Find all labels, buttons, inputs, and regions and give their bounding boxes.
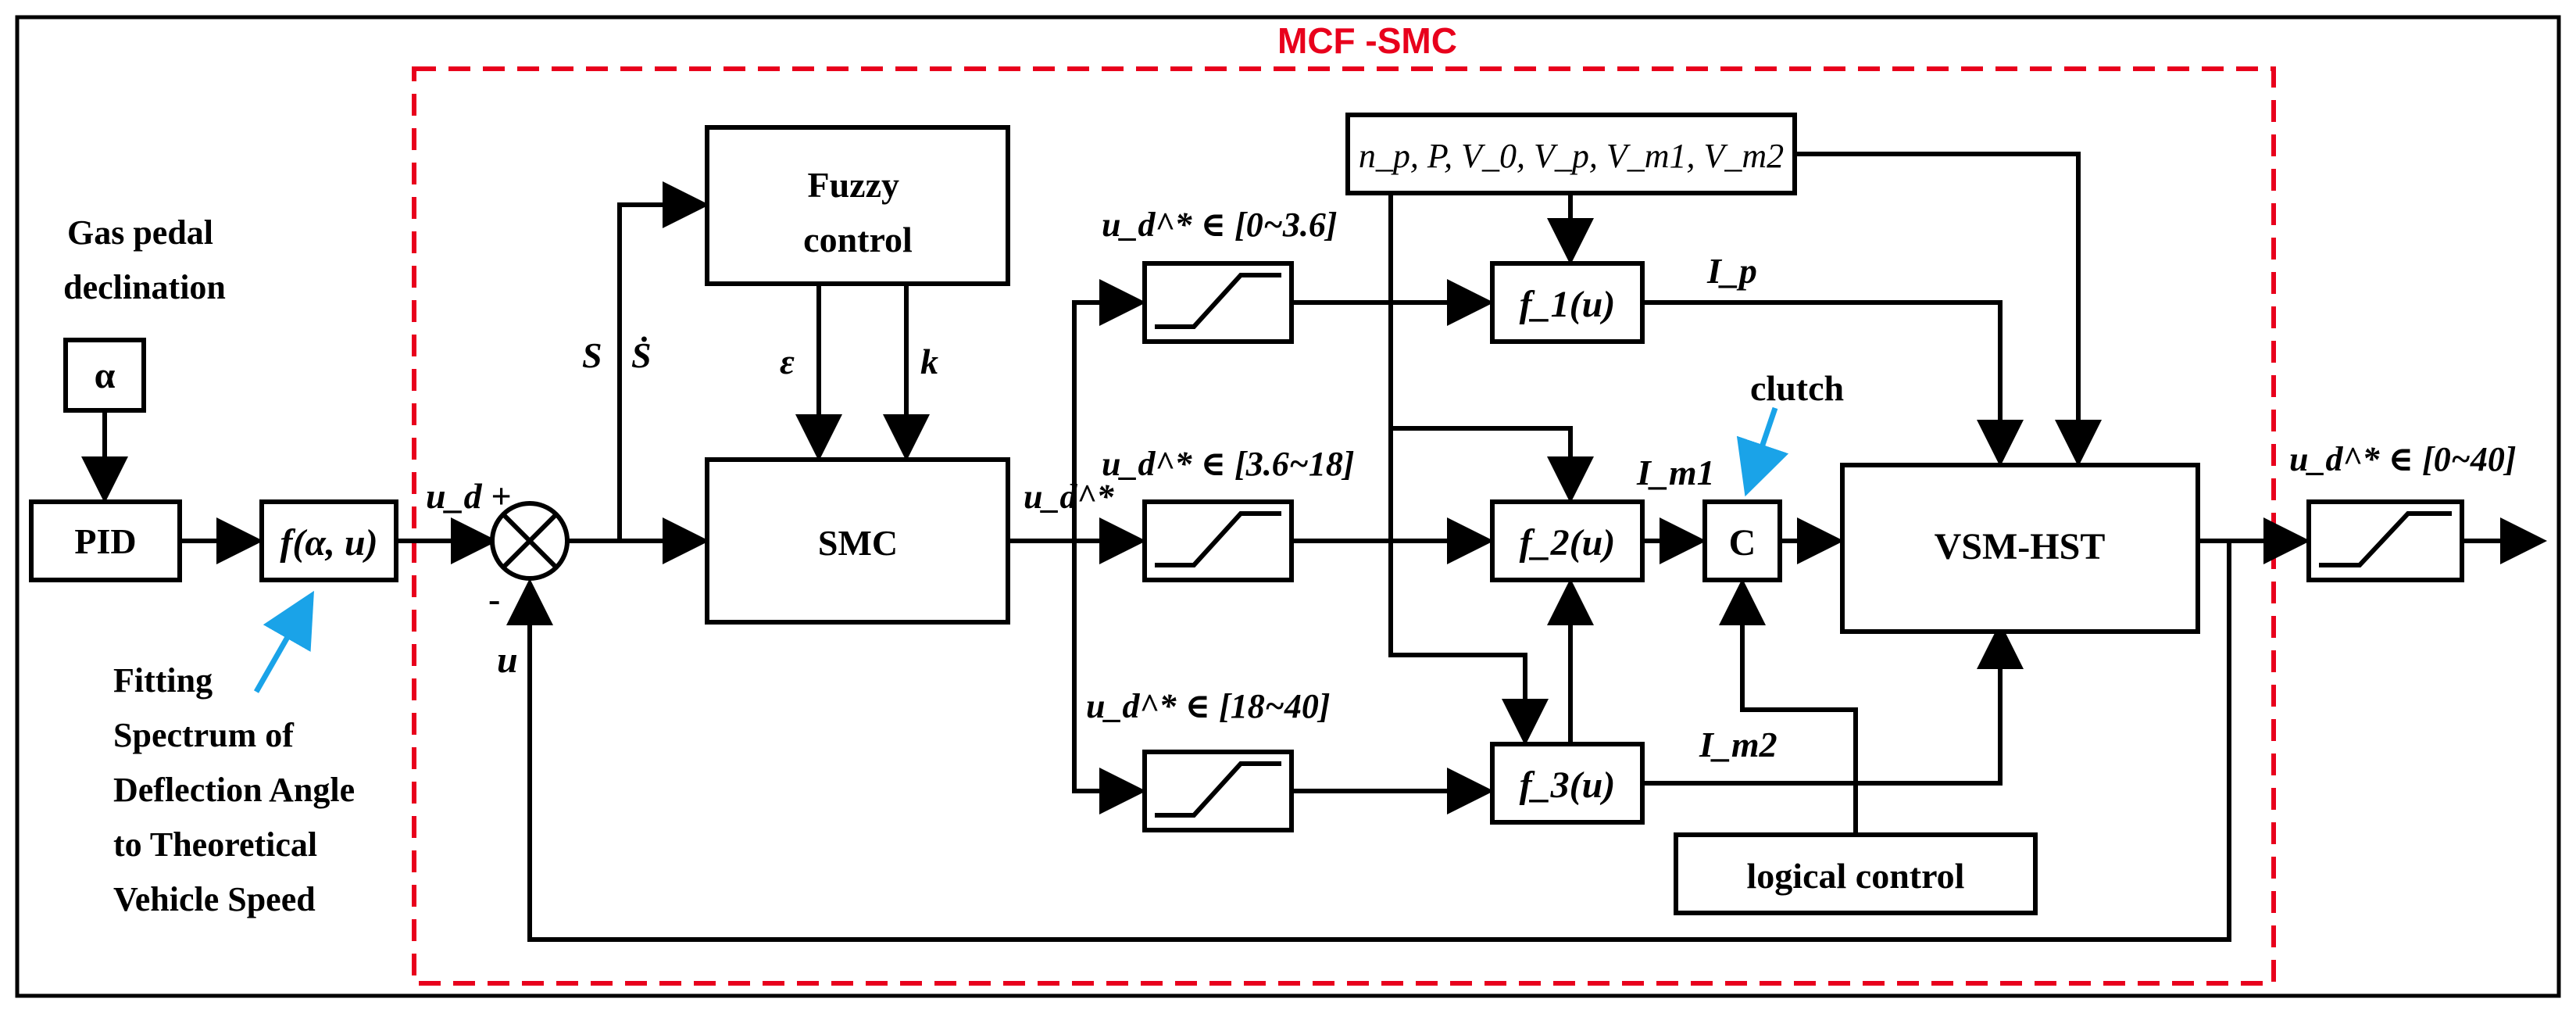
saturation-curve-icon [1155, 511, 1281, 567]
im2-to-vsm-arrow [1642, 622, 2024, 786]
epsilon-label: ε [780, 342, 795, 381]
im1-label: I_m1 [1636, 453, 1715, 492]
vsm-hst-block[interactable] [1840, 463, 2200, 634]
saturation-block-3[interactable] [1142, 750, 1294, 832]
vsm-hst-label: VSM-HST [1935, 526, 2106, 567]
gas-pedal-label: Gas pedal declination [63, 213, 226, 306]
params-to-f2-arrow [1388, 193, 1594, 503]
saturation-block-out[interactable] [2306, 499, 2464, 582]
logical-control-block[interactable] [1674, 832, 2038, 915]
fuzzy-control-block[interactable] [705, 125, 1010, 286]
outer-frame [15, 15, 2561, 998]
k-label: k [920, 342, 938, 381]
logic-to-clutch-arrow [1719, 578, 1858, 835]
range-label-3: u_d^* ∈ [18~40] [1086, 687, 1331, 725]
fitting-annotation: Fitting Spectrum of Deflection Angle to … [113, 661, 363, 918]
f3-label: f_3(u) [1520, 764, 1616, 806]
clutch-pointer-arrow [1736, 406, 1789, 497]
s-label: S [582, 335, 602, 375]
mcf-smc-title: MCF -SMC [1277, 20, 1457, 61]
feedback-line [506, 541, 2231, 942]
f1-label: f_1(u) [1520, 284, 1616, 325]
fitting-pointer-arrow [253, 590, 314, 693]
saturation-curve-icon [2319, 511, 2452, 567]
f2-label: f_2(u) [1520, 522, 1616, 564]
saturation-block-2[interactable] [1142, 499, 1294, 582]
smc-output-label: u_d^* [1024, 478, 1115, 516]
logical-control-label: logical control [1747, 856, 1965, 896]
clutch-label: clutch [1750, 368, 1844, 408]
smc-block[interactable] [705, 457, 1010, 625]
circle-cross-icon [490, 501, 570, 581]
feedback-u-label: u [497, 639, 518, 681]
s-dot-label: Ṡ [631, 335, 652, 375]
pid-label: PID [74, 521, 136, 561]
saturation-curve-icon [1155, 761, 1281, 818]
s-to-fuzzy-arrow [617, 181, 709, 541]
im2-label: I_m2 [1699, 725, 1777, 764]
range-label-2: u_d^* ∈ [3.6~18] [1102, 445, 1355, 483]
branch-to-sat1-arrow [1072, 279, 1146, 541]
output-range-label: u_d^* ∈ [0~40] [2289, 440, 2517, 478]
clutch-block-label: C [1729, 522, 1756, 564]
f2-block[interactable] [1490, 499, 1645, 582]
saturation-block-1[interactable] [1142, 261, 1294, 344]
alpha-symbol: α [95, 355, 116, 396]
range-label-1: u_d^* ∈ [0~3.6] [1102, 206, 1338, 244]
params-to-f3-arrow [1388, 428, 1549, 746]
params-to-vsm-arrow [1795, 152, 2102, 467]
parameter-label: n_p, P, V_0, V_p, V_m1, V_m2 [1359, 137, 1784, 175]
saturation-curve-icon [1155, 273, 1281, 329]
minus-sign: - [488, 579, 500, 619]
f1-block[interactable] [1490, 261, 1645, 344]
fuzzy-control-label: Fuzzy control [803, 165, 913, 260]
ud-plus-label: u_d + [426, 476, 511, 516]
alpha-block[interactable] [63, 338, 146, 413]
fitting-function-label: f(α, u) [280, 522, 377, 564]
smc-label: SMC [818, 523, 898, 563]
ip-to-vsm-arrow [1642, 300, 2024, 467]
ip-label: I_p [1706, 251, 1757, 291]
branch-to-sat3-arrow [1072, 541, 1146, 814]
